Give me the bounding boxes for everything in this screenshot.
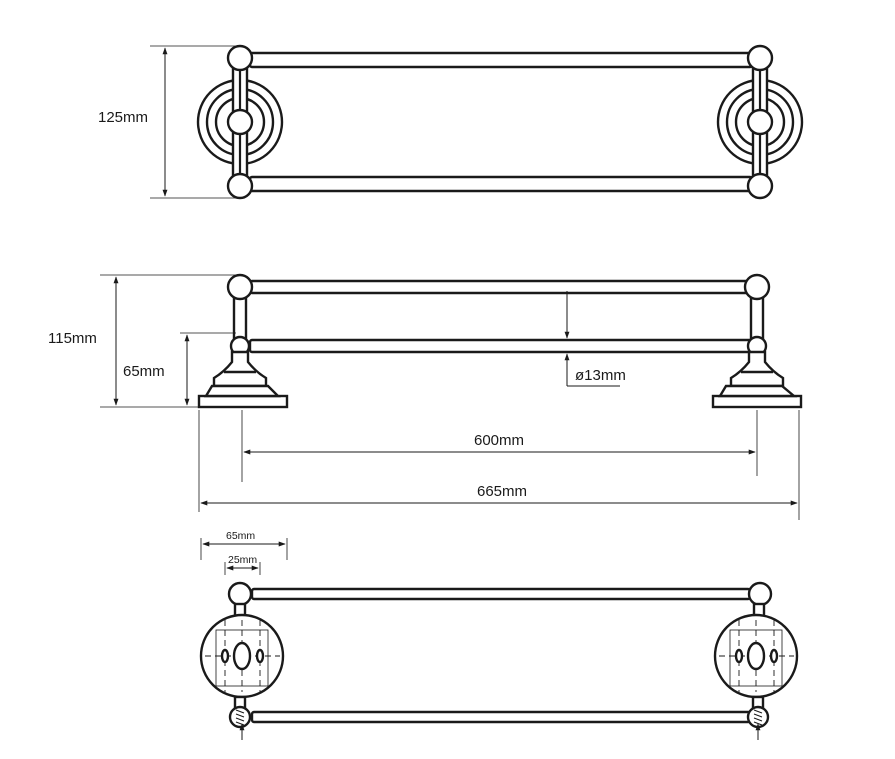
label-125mm: 125mm bbox=[98, 109, 148, 126]
side-view-upper-rail bbox=[248, 279, 754, 295]
label-115mm: 115mm bbox=[48, 330, 97, 347]
label-600mm: 600mm bbox=[474, 432, 524, 449]
front-view-right-bracket bbox=[716, 44, 804, 200]
fixing-view-upper-rail bbox=[250, 587, 752, 601]
dimension-rail-diameter bbox=[564, 291, 620, 387]
label-hole-25mm: 25mm bbox=[228, 554, 257, 566]
side-view-left-post bbox=[197, 273, 289, 409]
fixing-view-left-plate bbox=[199, 581, 285, 740]
dimension-115mm bbox=[100, 274, 236, 408]
fixing-view bbox=[199, 538, 799, 740]
fixing-view-right-plate bbox=[713, 581, 799, 740]
dimension-125mm bbox=[150, 45, 236, 199]
dimension-hole-25mm bbox=[224, 562, 261, 575]
front-view-upper-rail bbox=[248, 51, 754, 69]
side-view-lower-rail bbox=[248, 338, 754, 354]
dimension-plate-65mm bbox=[200, 538, 288, 560]
side-view bbox=[100, 273, 803, 520]
front-view bbox=[150, 44, 804, 200]
fixing-view-lower-rail bbox=[250, 710, 752, 724]
length-extension-lines bbox=[198, 410, 800, 520]
front-view-left-bracket bbox=[196, 44, 284, 200]
label-diameter: ø13mm bbox=[575, 367, 626, 384]
dimension-65mm bbox=[180, 332, 236, 406]
front-view-lower-rail bbox=[248, 175, 754, 193]
side-view-right-post bbox=[711, 273, 803, 409]
label-65mm: 65mm bbox=[123, 363, 165, 380]
label-plate-65mm: 65mm bbox=[226, 530, 255, 542]
label-665mm: 665mm bbox=[477, 483, 527, 500]
